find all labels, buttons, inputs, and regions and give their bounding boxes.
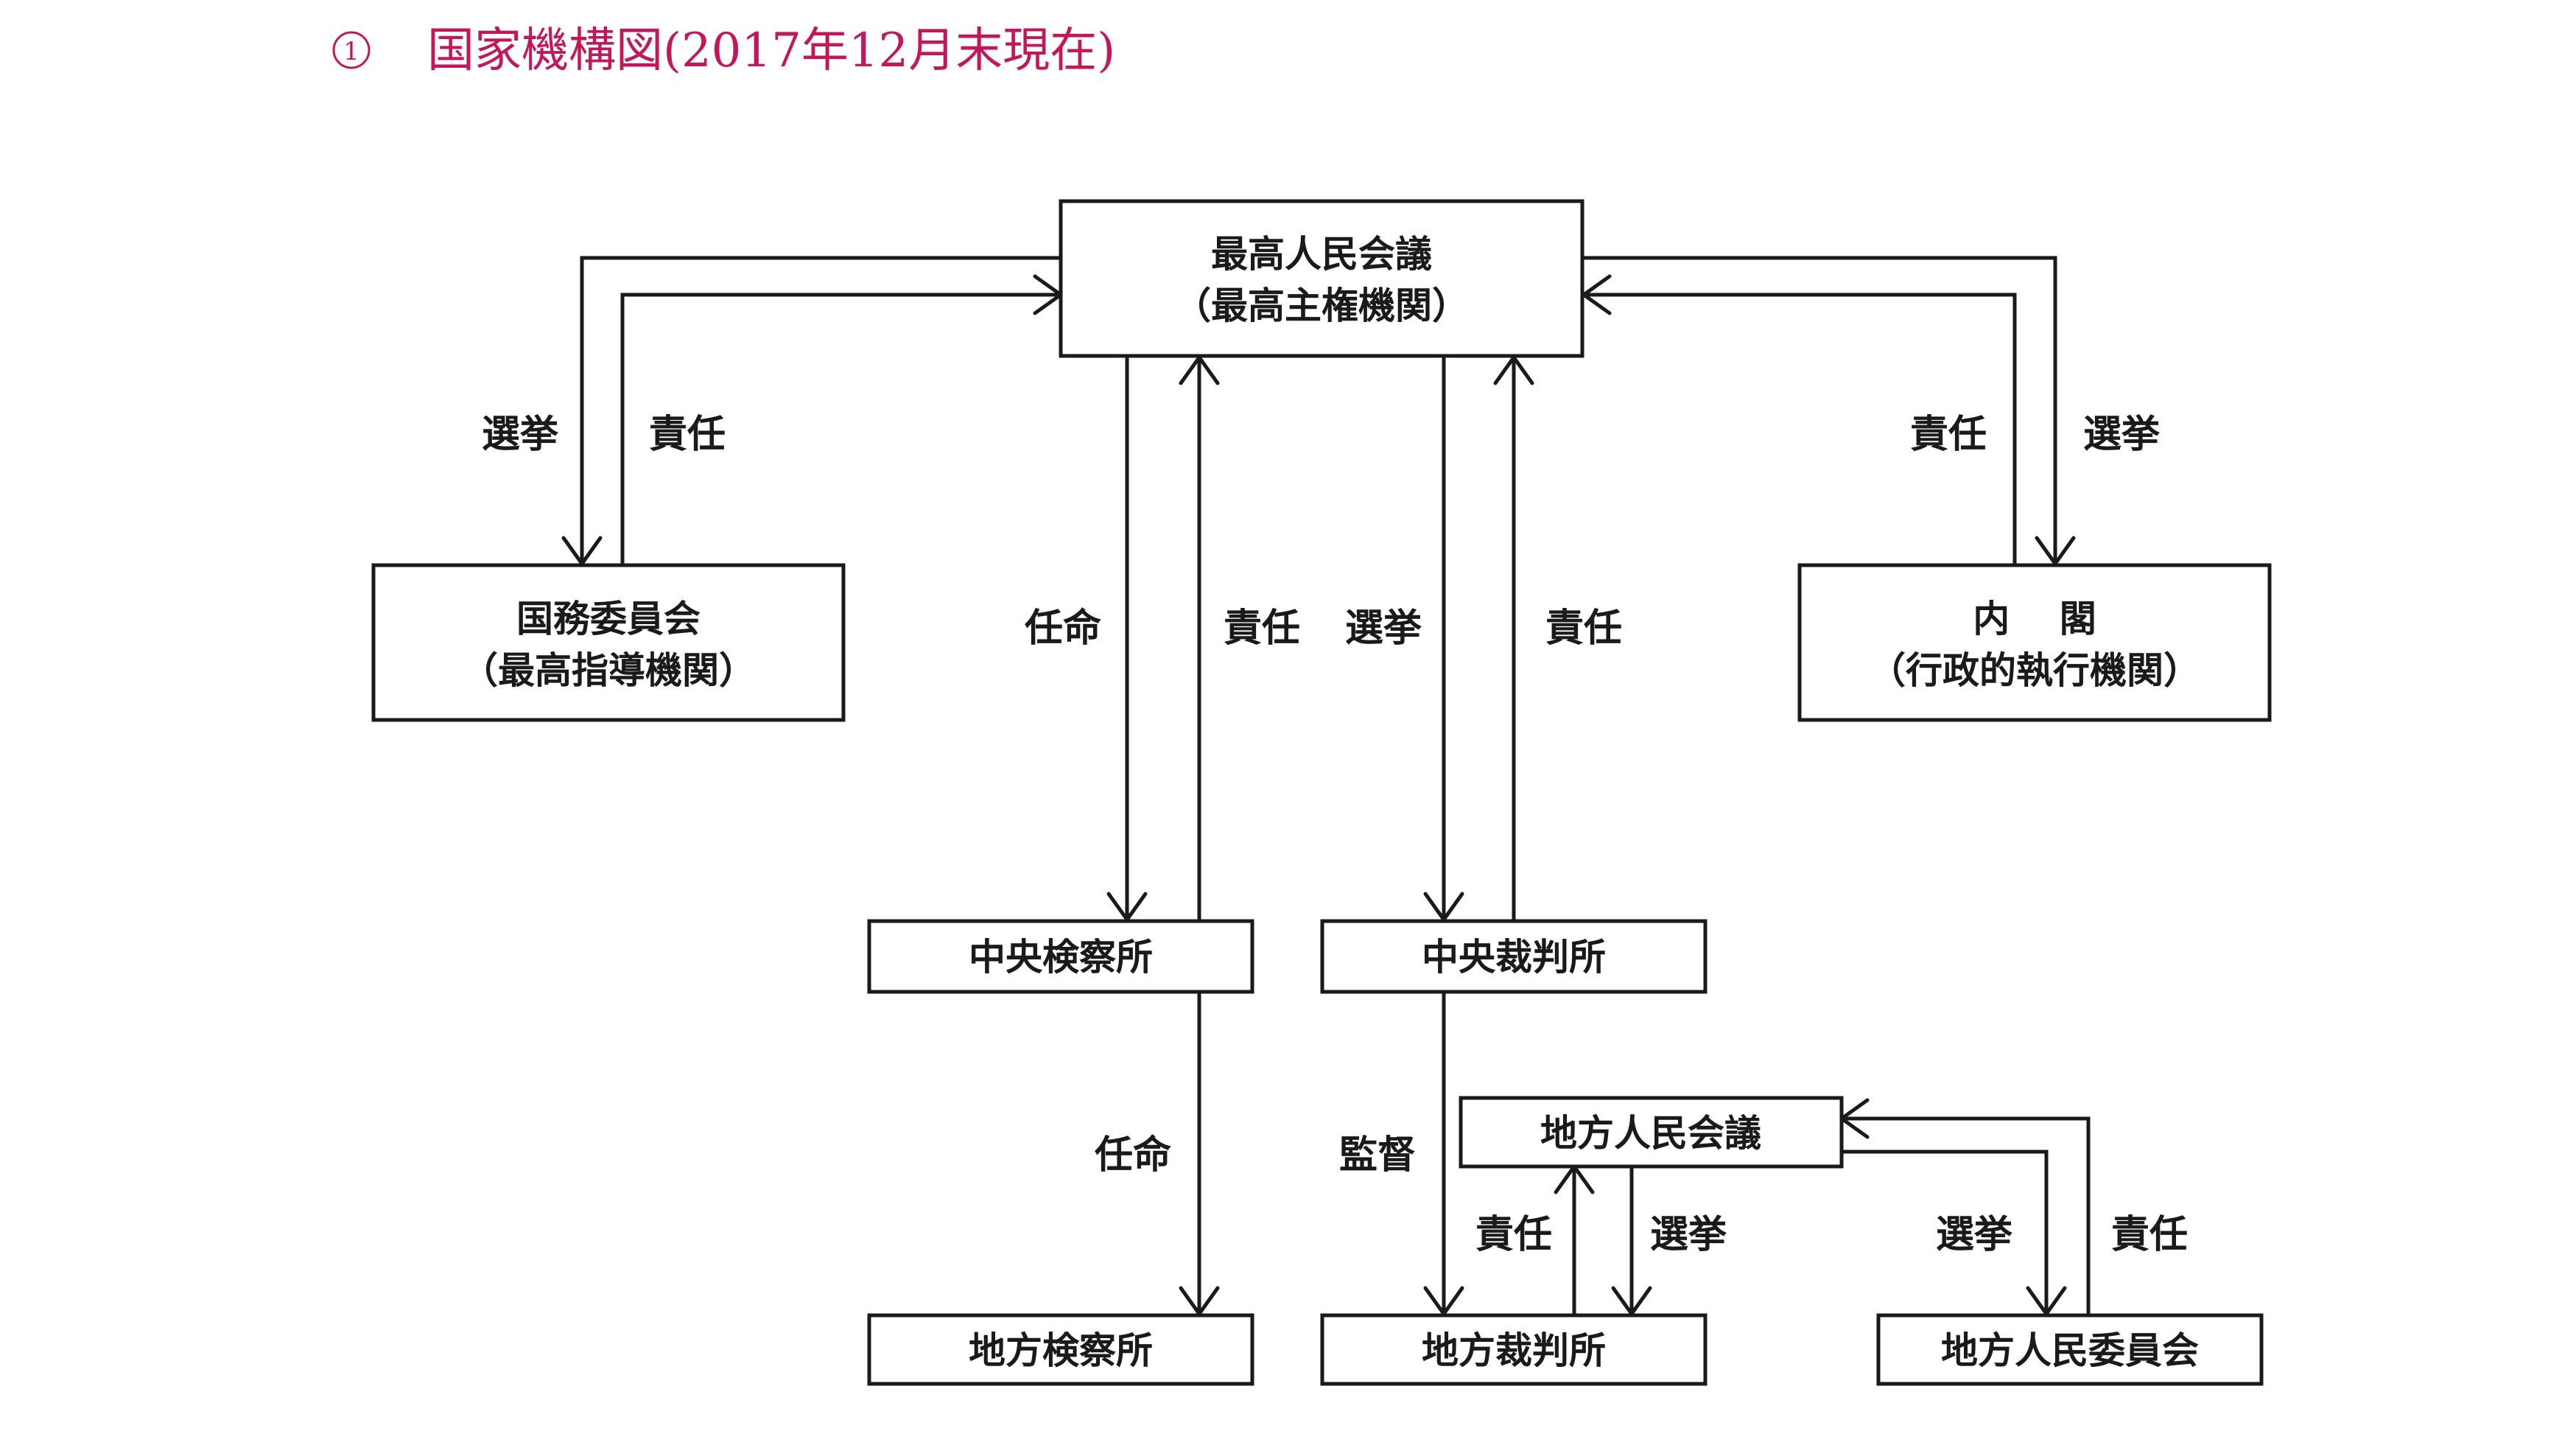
edge-label-election: 選挙 <box>2083 413 2161 457</box>
node-central-court: 中央裁判所 <box>1320 919 1708 994</box>
node-label: 地方裁判所 <box>1422 1329 1606 1372</box>
node-local-peoples-committee: 地方人民委員会 <box>1876 1313 2264 1386</box>
edge-label-responsibility: 責任 <box>1545 606 1622 651</box>
edge-label-responsibility: 責任 <box>1910 413 1987 457</box>
edge-label-responsibility: 責任 <box>1224 606 1300 651</box>
edge-election-state <box>580 256 1061 564</box>
edge-label-appoint: 任命 <box>1025 606 1101 651</box>
node-label-line1: 内 閣 <box>1973 598 2096 640</box>
edge-label-election: 選挙 <box>1936 1213 2013 1257</box>
node-label-line1: 最高人民会議 <box>1211 233 1432 276</box>
title-number: 1 <box>343 37 359 66</box>
edge-responsibility-state <box>620 293 1061 564</box>
edge-responsibility-local-committee <box>1842 1116 2091 1314</box>
diagram-title: 1 国家機構図(2017年12月末現在) <box>332 24 1115 78</box>
node-local-peoples-assembly: 地方人民会議 <box>1459 1096 1844 1169</box>
node-local-court: 地方裁判所 <box>1320 1313 1708 1386</box>
node-label: 地方人民委員会 <box>1941 1329 2199 1372</box>
title-text: 国家機構図(2017年12月末現在) <box>427 24 1115 78</box>
edge-label-election: 選挙 <box>1345 606 1422 651</box>
node-supreme-peoples-assembly: 最高人民会議 （最高主権機関） <box>1059 199 1584 358</box>
edge-label-responsibility: 責任 <box>2111 1213 2188 1257</box>
node-label-line2: （最高主権機関） <box>1174 284 1469 327</box>
node-label-line2: （行政的執行機関） <box>1869 649 2200 692</box>
node-label: 地方人民会議 <box>1540 1112 1761 1155</box>
node-label: 地方検察所 <box>969 1329 1153 1372</box>
edge-label-responsibility: 責任 <box>649 413 726 457</box>
node-label-line1: 国務委員会 <box>516 598 701 640</box>
edge-label-election: 選挙 <box>482 413 559 457</box>
title-number-circle <box>332 31 371 69</box>
edge-election-cabinet <box>1584 256 2057 564</box>
edge-responsibility-cabinet <box>1584 293 2017 564</box>
node-central-prosecutors-office: 中央検察所 <box>867 919 1254 994</box>
edge-label-appoint: 任命 <box>1095 1133 1171 1178</box>
node-label: 中央検察所 <box>969 936 1153 979</box>
edge-label-responsibility: 責任 <box>1475 1213 1552 1257</box>
node-local-prosecutors-office: 地方検察所 <box>867 1313 1254 1386</box>
node-cabinet: 内 閣 （行政的執行機関） <box>1797 563 2272 722</box>
edge-label-election: 選挙 <box>1650 1213 1727 1257</box>
node-state-affairs-commission: 国務委員会 （最高指導機関） <box>371 563 846 722</box>
node-label-line2: （最高指導機関） <box>461 649 756 692</box>
node-label: 中央裁判所 <box>1422 936 1606 979</box>
edge-election-local-committee <box>1842 1150 2049 1314</box>
edge-label-supervise: 監督 <box>1339 1133 1416 1178</box>
